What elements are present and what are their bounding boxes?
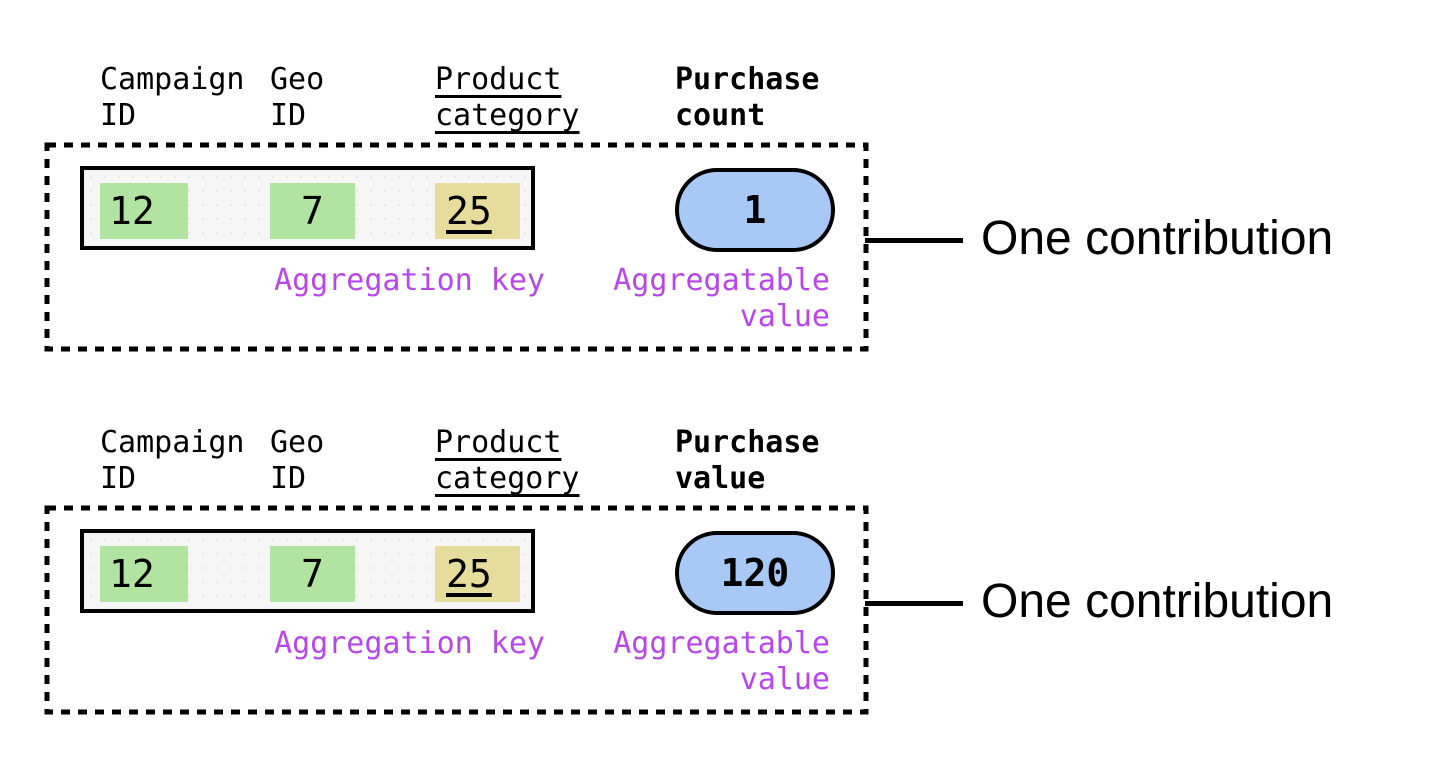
- contribution-callout: One contribution: [981, 212, 1334, 265]
- callout-connector-line: [865, 601, 963, 606]
- dashed-contribution-outline: [44, 505, 869, 715]
- key-cell-product-category: 25: [435, 183, 520, 239]
- key-cell-campaign-id: 12: [100, 546, 188, 602]
- contribution-callout: One contribution: [981, 575, 1334, 628]
- key-cell-geo-id: 7: [270, 546, 355, 602]
- column-header-purchase-value: Purchase value: [675, 425, 820, 496]
- aggregatable-value-label: Aggregatable value: [613, 263, 830, 334]
- aggregatable-value-label: Aggregatable value: [613, 626, 830, 697]
- aggregatable-value-pill: 1: [675, 168, 835, 252]
- contribution-diagram-purchase-value: Campaign ID Geo ID Product category Purc…: [0, 363, 1442, 726]
- key-cell-product-category: 25: [435, 546, 520, 602]
- key-cell-geo-id: 7: [270, 183, 355, 239]
- dashed-contribution-outline: [44, 142, 869, 352]
- column-header-purchase-count: Purchase count: [675, 62, 820, 133]
- column-header-geo-id: Geo ID: [270, 425, 325, 496]
- key-cell-campaign-id: 12: [100, 183, 188, 239]
- column-header-campaign-id: Campaign ID: [100, 62, 245, 133]
- contribution-diagram-purchase-count: Campaign ID Geo ID Product category Purc…: [0, 0, 1442, 363]
- aggregatable-value-pill: 120: [675, 531, 835, 615]
- column-header-campaign-id: Campaign ID: [100, 425, 245, 496]
- aggregation-key-label: Aggregation key: [274, 626, 545, 661]
- aggregation-key-label: Aggregation key: [274, 263, 545, 298]
- column-header-product-category: Product category: [435, 425, 580, 496]
- callout-connector-line: [865, 238, 963, 243]
- column-header-product-category: Product category: [435, 62, 580, 133]
- column-header-geo-id: Geo ID: [270, 62, 325, 133]
